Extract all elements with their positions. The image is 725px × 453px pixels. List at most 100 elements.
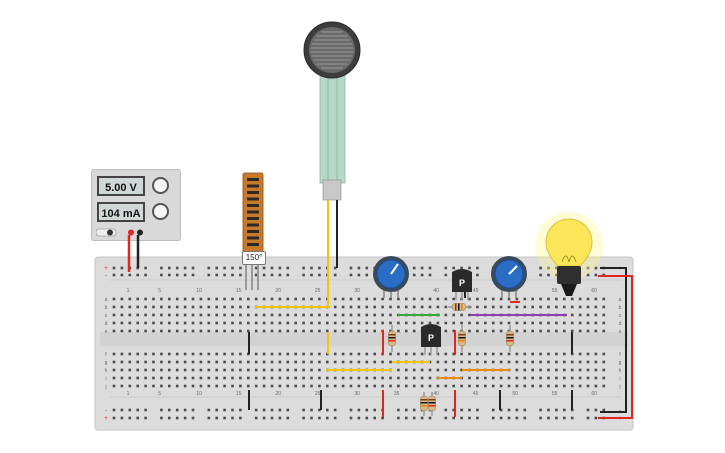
- breadboard-hole[interactable]: [452, 352, 455, 356]
- breadboard-hole[interactable]: [247, 305, 250, 309]
- breadboard-hole[interactable]: [278, 384, 282, 388]
- breadboard-hole[interactable]: [531, 321, 534, 325]
- breadboard-hole[interactable]: [444, 273, 448, 277]
- negative-terminal[interactable]: [137, 229, 143, 236]
- breadboard-hole[interactable]: [602, 408, 606, 412]
- breadboard-hole[interactable]: [389, 297, 392, 301]
- breadboard-hole[interactable]: [570, 329, 574, 333]
- breadboard-hole[interactable]: [523, 321, 527, 325]
- breadboard-hole[interactable]: [476, 408, 479, 412]
- breadboard-hole[interactable]: [326, 384, 329, 388]
- breadboard-hole[interactable]: [215, 329, 218, 333]
- breadboard-hole[interactable]: [539, 329, 542, 333]
- breadboard-hole[interactable]: [412, 376, 416, 380]
- breadboard-hole[interactable]: [270, 416, 274, 420]
- breadboard-hole[interactable]: [460, 313, 463, 317]
- breadboard-hole[interactable]: [570, 416, 574, 420]
- breadboard-hole[interactable]: [191, 297, 195, 301]
- breadboard-hole[interactable]: [460, 321, 463, 325]
- breadboard-hole[interactable]: [302, 321, 305, 325]
- breadboard-hole[interactable]: [120, 321, 124, 325]
- breadboard-hole[interactable]: [578, 297, 582, 301]
- breadboard-hole[interactable]: [247, 329, 250, 333]
- breadboard-hole[interactable]: [112, 352, 116, 356]
- breadboard-hole[interactable]: [168, 368, 171, 372]
- breadboard-hole[interactable]: [602, 384, 606, 388]
- breadboard-hole[interactable]: [373, 329, 376, 333]
- breadboard-hole[interactable]: [215, 321, 218, 325]
- breadboard-hole[interactable]: [523, 360, 527, 364]
- breadboard-hole[interactable]: [586, 416, 590, 420]
- breadboard-hole[interactable]: [302, 408, 305, 412]
- breadboard-hole[interactable]: [523, 329, 527, 333]
- breadboard-hole[interactable]: [389, 305, 392, 309]
- breadboard-hole[interactable]: [428, 368, 432, 372]
- breadboard-hole[interactable]: [223, 416, 226, 420]
- breadboard-hole[interactable]: [594, 376, 598, 380]
- breadboard-hole[interactable]: [460, 266, 463, 270]
- breadboard-hole[interactable]: [547, 416, 550, 420]
- breadboard-hole[interactable]: [555, 266, 558, 270]
- breadboard-hole[interactable]: [515, 352, 519, 356]
- breadboard-hole[interactable]: [586, 384, 590, 388]
- breadboard-hole[interactable]: [531, 360, 534, 364]
- resistor-4[interactable]: [506, 325, 514, 352]
- breadboard-hole[interactable]: [444, 305, 448, 309]
- breadboard-hole[interactable]: [563, 416, 566, 420]
- breadboard-hole[interactable]: [239, 313, 242, 317]
- breadboard-hole[interactable]: [341, 313, 345, 317]
- breadboard-hole[interactable]: [365, 376, 369, 380]
- breadboard-hole[interactable]: [175, 273, 179, 277]
- breadboard-hole[interactable]: [428, 305, 432, 309]
- breadboard-hole[interactable]: [563, 321, 566, 325]
- breadboard-hole[interactable]: [452, 368, 455, 372]
- breadboard-hole[interactable]: [270, 321, 274, 325]
- breadboard-hole[interactable]: [570, 313, 574, 317]
- breadboard-hole[interactable]: [499, 408, 503, 412]
- breadboard-hole[interactable]: [183, 368, 187, 372]
- breadboard-hole[interactable]: [128, 368, 132, 372]
- breadboard-hole[interactable]: [191, 273, 195, 277]
- breadboard-hole[interactable]: [183, 297, 187, 301]
- breadboard-hole[interactable]: [357, 408, 361, 412]
- breadboard-hole[interactable]: [128, 384, 132, 388]
- breadboard-hole[interactable]: [420, 273, 424, 277]
- breadboard-hole[interactable]: [168, 297, 171, 301]
- breadboard-hole[interactable]: [397, 329, 400, 333]
- breadboard-hole[interactable]: [199, 376, 203, 380]
- breadboard-hole[interactable]: [578, 313, 582, 317]
- breadboard-hole[interactable]: [152, 352, 155, 356]
- breadboard-hole[interactable]: [357, 305, 361, 309]
- breadboard-hole[interactable]: [120, 305, 124, 309]
- breadboard-hole[interactable]: [302, 352, 305, 356]
- breadboard-hole[interactable]: [578, 329, 582, 333]
- breadboard-hole[interactable]: [128, 321, 132, 325]
- breadboard-hole[interactable]: [183, 352, 187, 356]
- breadboard-hole[interactable]: [152, 329, 155, 333]
- breadboard-hole[interactable]: [397, 408, 400, 412]
- breadboard-hole[interactable]: [468, 313, 471, 317]
- breadboard-hole[interactable]: [412, 352, 416, 356]
- breadboard-hole[interactable]: [515, 408, 519, 412]
- breadboard-hole[interactable]: [491, 408, 495, 412]
- breadboard-hole[interactable]: [594, 329, 598, 333]
- breadboard-hole[interactable]: [223, 329, 226, 333]
- breadboard-hole[interactable]: [341, 297, 345, 301]
- breadboard-hole[interactable]: [484, 297, 487, 301]
- breadboard-hole[interactable]: [254, 408, 258, 412]
- breadboard-hole[interactable]: [586, 273, 590, 277]
- breadboard-hole[interactable]: [531, 384, 534, 388]
- breadboard-hole[interactable]: [381, 384, 384, 388]
- breadboard-hole[interactable]: [254, 329, 258, 333]
- breadboard-hole[interactable]: [278, 297, 282, 301]
- breadboard-hole[interactable]: [389, 313, 392, 317]
- breadboard-hole[interactable]: [278, 408, 282, 412]
- breadboard-hole[interactable]: [594, 313, 598, 317]
- breadboard-hole[interactable]: [152, 321, 155, 325]
- breadboard-hole[interactable]: [531, 329, 534, 333]
- breadboard-hole[interactable]: [563, 352, 566, 356]
- breadboard-hole[interactable]: [207, 416, 211, 420]
- breadboard-hole[interactable]: [175, 384, 179, 388]
- breadboard-hole[interactable]: [294, 329, 297, 333]
- breadboard-hole[interactable]: [278, 368, 282, 372]
